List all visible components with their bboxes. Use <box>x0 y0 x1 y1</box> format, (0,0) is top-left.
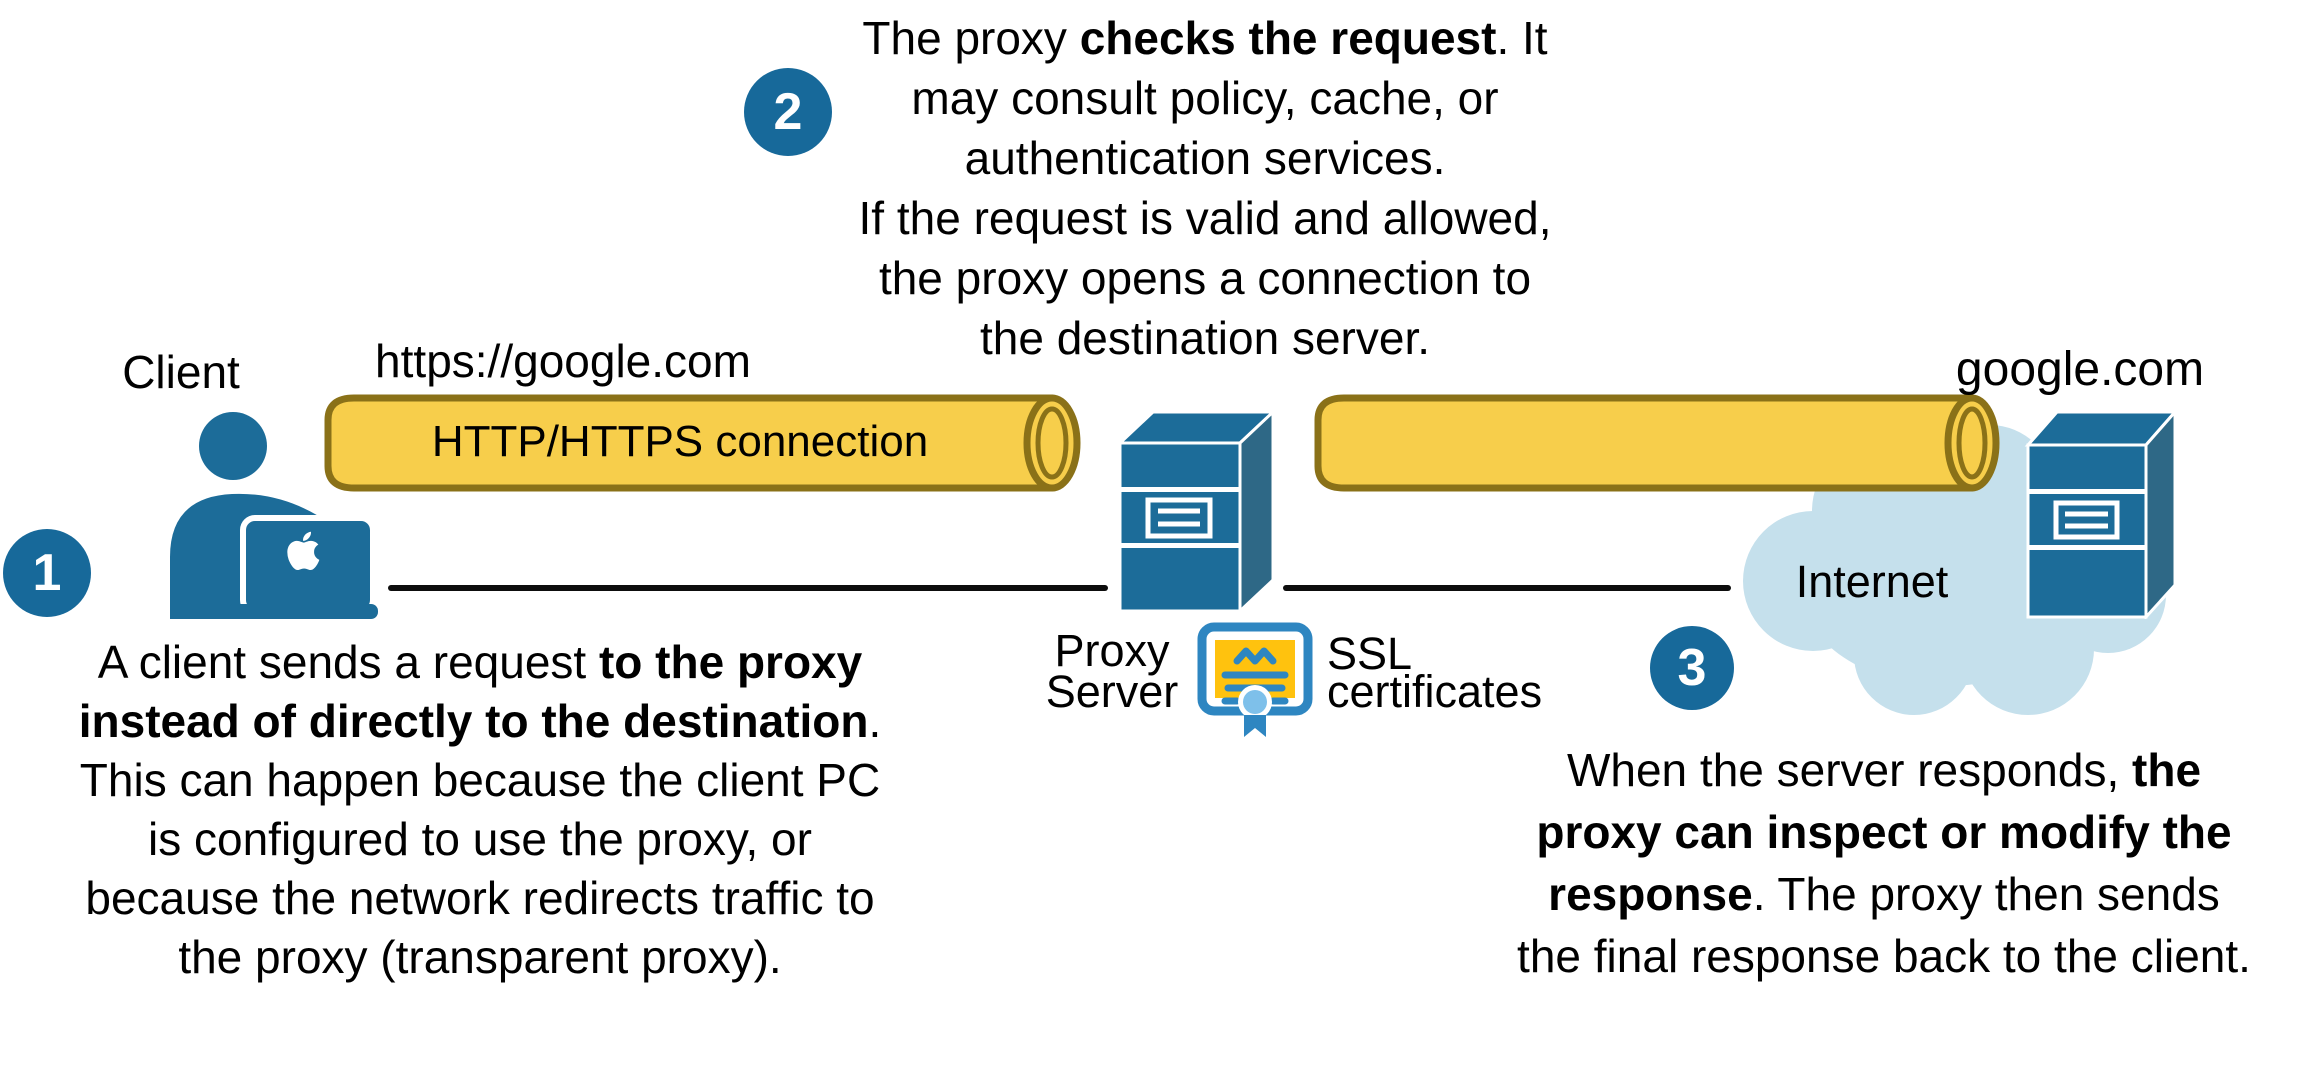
step-3-badge: 3 <box>1650 626 1734 710</box>
destination-server-icon <box>2024 408 2179 619</box>
person-head <box>199 412 267 480</box>
laptop-base <box>228 604 378 619</box>
proxy-server-label-line1: Proxy <box>1054 625 1170 676</box>
connection-pipe-left <box>324 394 1081 492</box>
internet-label: Internet <box>1795 556 1949 607</box>
apple-logo-icon <box>287 531 320 570</box>
step-2-badge: 2 <box>744 68 832 156</box>
connection-pipe-right <box>1314 394 2000 492</box>
client-to-proxy-line <box>388 585 1108 591</box>
step-1-badge: 1 <box>3 529 91 617</box>
proxy-server-icon <box>1116 408 1277 615</box>
ssl-label-line1: SSL <box>1327 628 1413 679</box>
ssl-certificate-icon <box>1197 622 1313 737</box>
destination-label: google.com <box>1955 343 2205 396</box>
client-label: Client <box>122 346 240 398</box>
proxy-to-internet-line <box>1283 585 1731 591</box>
ssl-label-line2: certificates <box>1327 666 1543 717</box>
pipe-left-label: HTTP/HTTPS connection <box>431 417 929 466</box>
request-url-label: https://google.com <box>375 335 751 387</box>
proxy-server-label-line2: Server <box>1045 666 1179 717</box>
client-person-icon <box>170 412 378 619</box>
